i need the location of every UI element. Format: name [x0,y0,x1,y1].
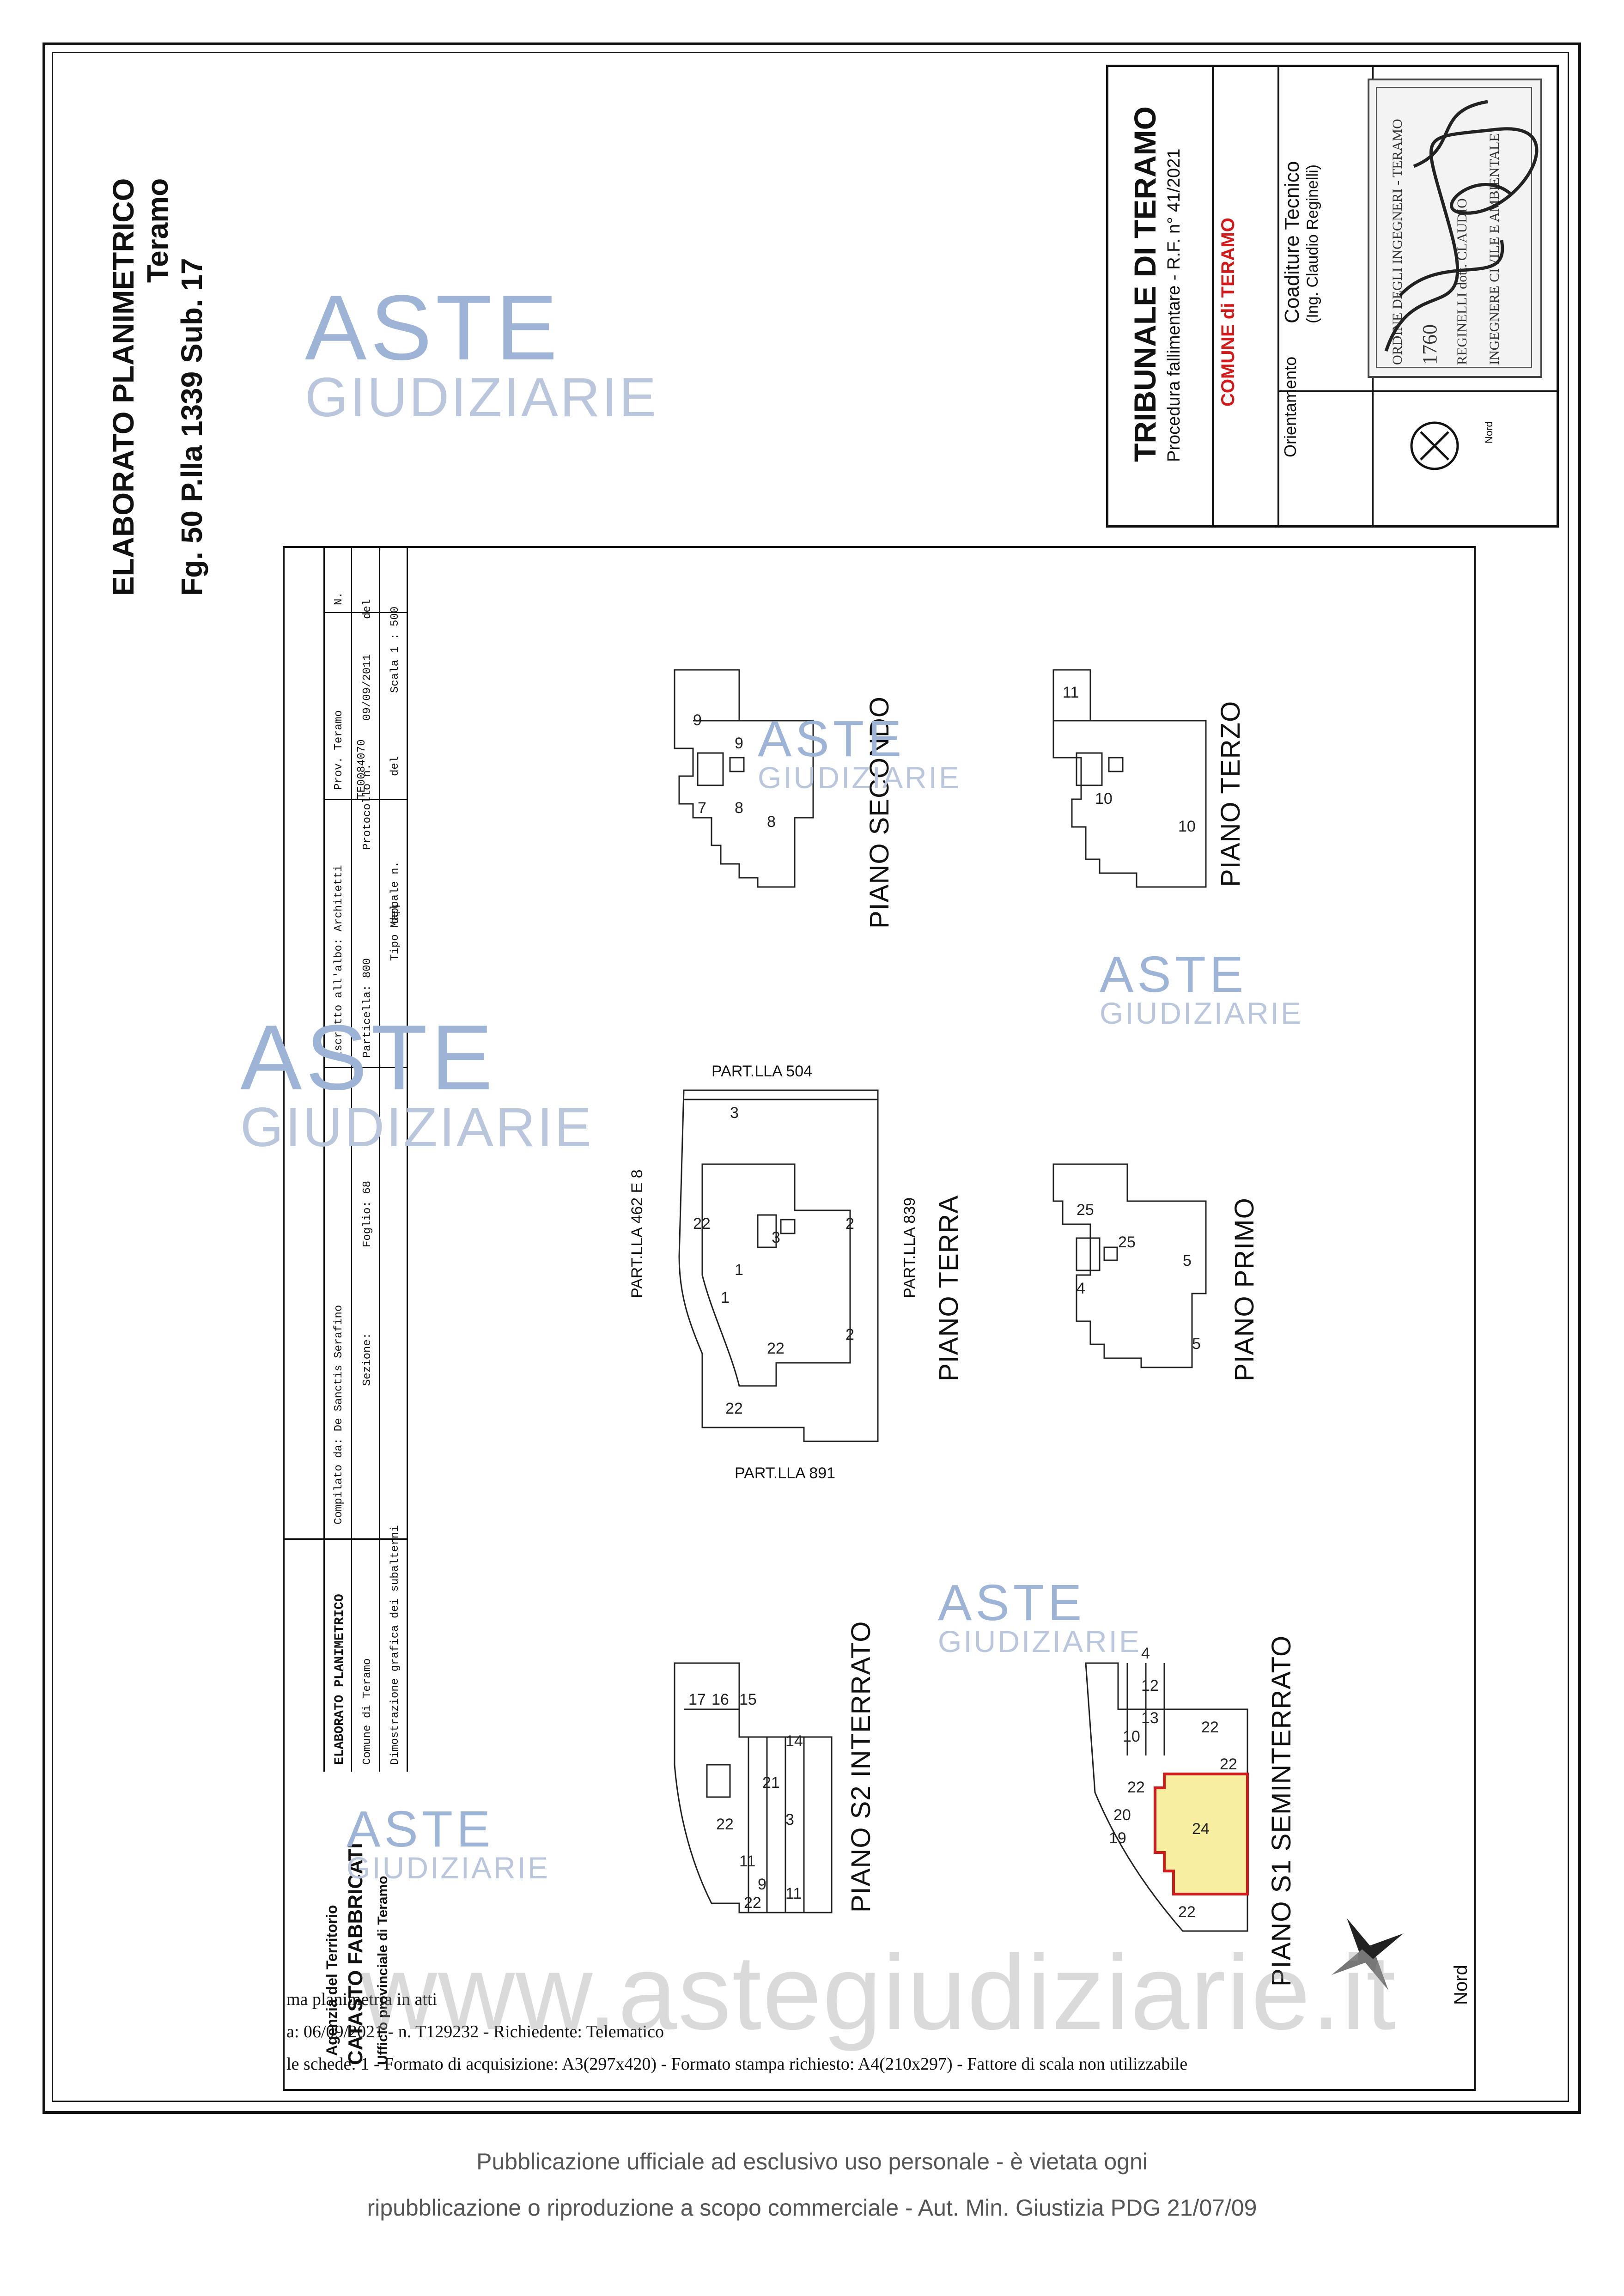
svg-text:8: 8 [735,799,743,817]
svg-text:22: 22 [1201,1719,1219,1736]
part-891: PART.LLA 891 [735,1464,836,1482]
footer-line-2: a: 06/09/2021 - n. T129232 - Richiedente… [286,2022,664,2041]
svg-text:22: 22 [693,1215,711,1233]
plan-primo-outline [1052,1163,1207,1368]
svg-text:4: 4 [1141,1645,1150,1662]
part-462: PART.LLA 462 E 8 [628,1169,646,1299]
svg-text:22: 22 [1220,1755,1237,1773]
svg-text:21: 21 [762,1774,780,1792]
svg-text:9: 9 [758,1876,766,1893]
svg-text:17: 17 [688,1691,706,1708]
svg-text:20: 20 [1113,1806,1131,1824]
svg-text:10: 10 [1095,790,1113,808]
svg-text:25: 25 [1077,1201,1094,1219]
plan-s1-outline [1085,1662,1248,1932]
compass-nord-label: Nord [1451,1965,1471,2005]
watermark-3: ASTE GIUDIZIARIE [758,711,961,795]
publication-line-2: ripubblicazione o riproduzione a scopo c… [367,2195,1257,2221]
svg-text:3: 3 [785,1811,794,1828]
plan-primo-label: PIANO PRIMO [1229,1197,1259,1381]
footer-line-3: le schede: 1 - Formato di acquisizione: … [286,2054,1188,2074]
svg-text:10: 10 [1123,1728,1140,1745]
svg-text:24: 24 [1192,1820,1210,1838]
svg-text:22: 22 [767,1340,785,1357]
plan-terzo-label: PIANO TERZO [1216,700,1246,887]
svg-text:10: 10 [1178,818,1196,835]
professional-stamp [1368,79,1542,378]
watermark-5: ASTE GIUDIZIARIE [938,1574,1142,1658]
svg-text:22: 22 [1178,1903,1196,1921]
svg-text:2: 2 [845,1326,854,1343]
svg-text:22: 22 [1127,1779,1145,1796]
svg-text:2: 2 [845,1215,854,1233]
svg-text:19: 19 [1109,1829,1126,1847]
svg-text:11: 11 [1063,684,1079,701]
signature-image [1384,100,1539,352]
watermark-1: ASTE GIUDIZIARIE [305,276,658,428]
compass-rose-icon [1332,1918,1404,1990]
watermark-4: ASTE GIUDIZIARIE [1100,946,1303,1030]
part-504: PART.LLA 504 [712,1063,813,1080]
plan-secondo-outline [674,669,814,888]
svg-text:12: 12 [1141,1677,1159,1695]
svg-text:1: 1 [735,1261,743,1279]
outer-frame [43,43,1581,2114]
svg-text:7: 7 [698,799,706,817]
plan-s2-outline [674,1662,833,1913]
highlighted-unit-24 [1154,1773,1249,1895]
svg-text:14: 14 [785,1732,803,1750]
publication-line-1: Pubblicazione ufficiale ad esclusivo uso… [476,2149,1148,2175]
svg-text:4: 4 [1077,1280,1085,1297]
svg-text:9: 9 [735,735,743,752]
plan-s2-label: PIANO S2 INTERRATO [846,1621,876,1913]
watermark-site: www.astegiudiziarie.it [360,1933,1397,2052]
cadastral-frame [283,546,1476,2091]
svg-text:3: 3 [730,1104,739,1122]
watermark-6: ASTE GIUDIZIARIE [347,1801,550,1885]
orientation-compass-icon [1410,421,1459,470]
svg-text:15: 15 [739,1691,757,1708]
part-839: PART.LLA 839 [901,1197,918,1298]
svg-text:22: 22 [744,1894,761,1912]
svg-text:1: 1 [721,1289,730,1306]
svg-text:16: 16 [712,1691,729,1708]
svg-text:22: 22 [725,1400,743,1417]
footer-line-1: ma planimetria in atti [286,1990,438,2009]
svg-text:13: 13 [1141,1709,1159,1727]
svg-text:11: 11 [739,1853,755,1870]
watermark-2: ASTE GIUDIZIARIE [240,1006,594,1158]
num-label: 9 [693,711,702,729]
svg-text:25: 25 [1118,1233,1136,1251]
svg-text:22: 22 [716,1816,734,1833]
svg-text:5: 5 [1192,1335,1201,1353]
svg-text:3: 3 [772,1229,780,1246]
plan-terra-label: PIANO TERRA [934,1195,964,1381]
svg-text:8: 8 [767,813,776,831]
svg-text:5: 5 [1183,1252,1192,1269]
plan-terra-outline [678,1089,879,1442]
svg-text:11: 11 [785,1885,802,1902]
inner-frame [52,52,1569,2102]
